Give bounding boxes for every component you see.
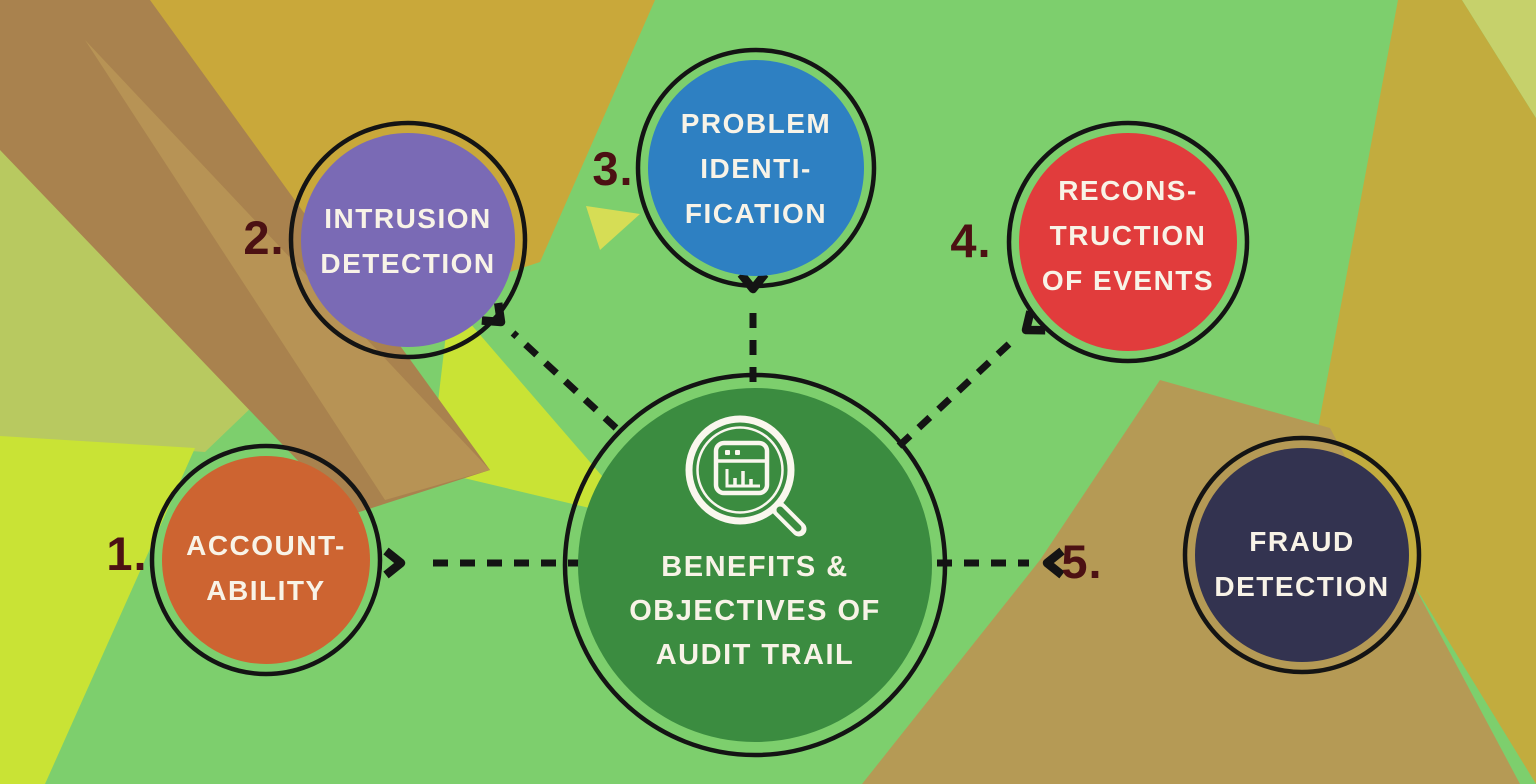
label-line: INTRUSION — [324, 203, 492, 234]
bg-lime-left-wedge — [0, 436, 195, 784]
bar-chart-axis — [725, 469, 760, 488]
node-label-reconstruction: RECONS- TRUCTION OF EVENTS — [968, 168, 1288, 303]
magnifier-lens-inner — [696, 426, 784, 514]
arrowhead-reconstruction — [1021, 310, 1046, 335]
label-line: DETECTION — [320, 248, 496, 279]
node-fill-intrusion — [301, 133, 515, 347]
node-label-fraud: FRAUD DETECTION — [1142, 519, 1462, 609]
magnifier-report-icon — [685, 415, 807, 537]
connector-arrows — [383, 271, 1065, 579]
bg-olive-right — [1318, 0, 1536, 784]
magnifier-handle-inner — [776, 506, 802, 532]
node-number-4: 4. — [950, 214, 992, 267]
label-line: BENEFITS & — [661, 551, 849, 583]
bg-brown-band-light — [85, 40, 490, 500]
node-label-intrusion: INTRUSION DETECTION — [248, 196, 568, 286]
label-line: TRUCTION — [1049, 220, 1207, 251]
node-fill-fraud — [1195, 448, 1409, 662]
label-line: OBJECTIVES OF — [629, 595, 881, 627]
node-fill-reconstruction — [1019, 133, 1237, 351]
node-fill-problem — [648, 60, 864, 276]
node-label-accountability: ACCOUNT- ABILITY — [106, 523, 426, 613]
label-line: PROBLEM — [680, 108, 832, 139]
node-number-3: 3. — [592, 142, 634, 195]
label-line: ACCOUNT- — [186, 530, 346, 561]
node-ring-reconstruction — [1006, 120, 1250, 364]
report-window — [713, 440, 770, 496]
label-line: FICATION — [684, 198, 828, 229]
label-line: IDENTI- — [700, 153, 812, 184]
window-dot — [735, 450, 740, 455]
label-line: ABILITY — [206, 575, 326, 606]
center-ring — [562, 372, 948, 758]
node-number-5: 5. — [1061, 535, 1103, 588]
node-circles — [149, 47, 1422, 677]
node-ring-accountability — [149, 443, 383, 677]
label-line: RECONS- — [1058, 175, 1198, 206]
label-line: OF EVENTS — [1041, 265, 1215, 296]
arrowhead-intrusion — [481, 302, 506, 327]
label-line: AUDIT TRAIL — [655, 639, 855, 671]
magnifier-lens-outer — [685, 415, 795, 525]
window-dot — [725, 450, 730, 455]
node-number-2: 2. — [243, 211, 285, 264]
node-ring-fraud — [1182, 435, 1422, 675]
node-fill-accountability — [162, 456, 370, 664]
node-ring-problem — [635, 47, 877, 289]
node-ring-intrusion — [288, 120, 528, 360]
center-fill — [578, 388, 932, 742]
arrowhead-accountability — [383, 547, 406, 579]
label-line: FRAUD — [1249, 526, 1355, 557]
bg-corner-yellow-green — [1462, 0, 1536, 118]
arrow-shaft-intrusion — [510, 330, 619, 431]
arrowhead-fraud — [1042, 547, 1065, 579]
label-line: DETECTION — [1214, 571, 1390, 602]
center-circle — [562, 372, 948, 758]
center-label: BENEFITS & OBJECTIVES OF AUDIT TRAIL — [565, 545, 945, 677]
arrowhead-problem — [737, 271, 769, 294]
bg-pale-yellow-triangle — [586, 206, 640, 250]
node-label-problem: PROBLEM IDENTI- FICATION — [596, 101, 916, 236]
node-number-1: 1. — [106, 527, 148, 580]
